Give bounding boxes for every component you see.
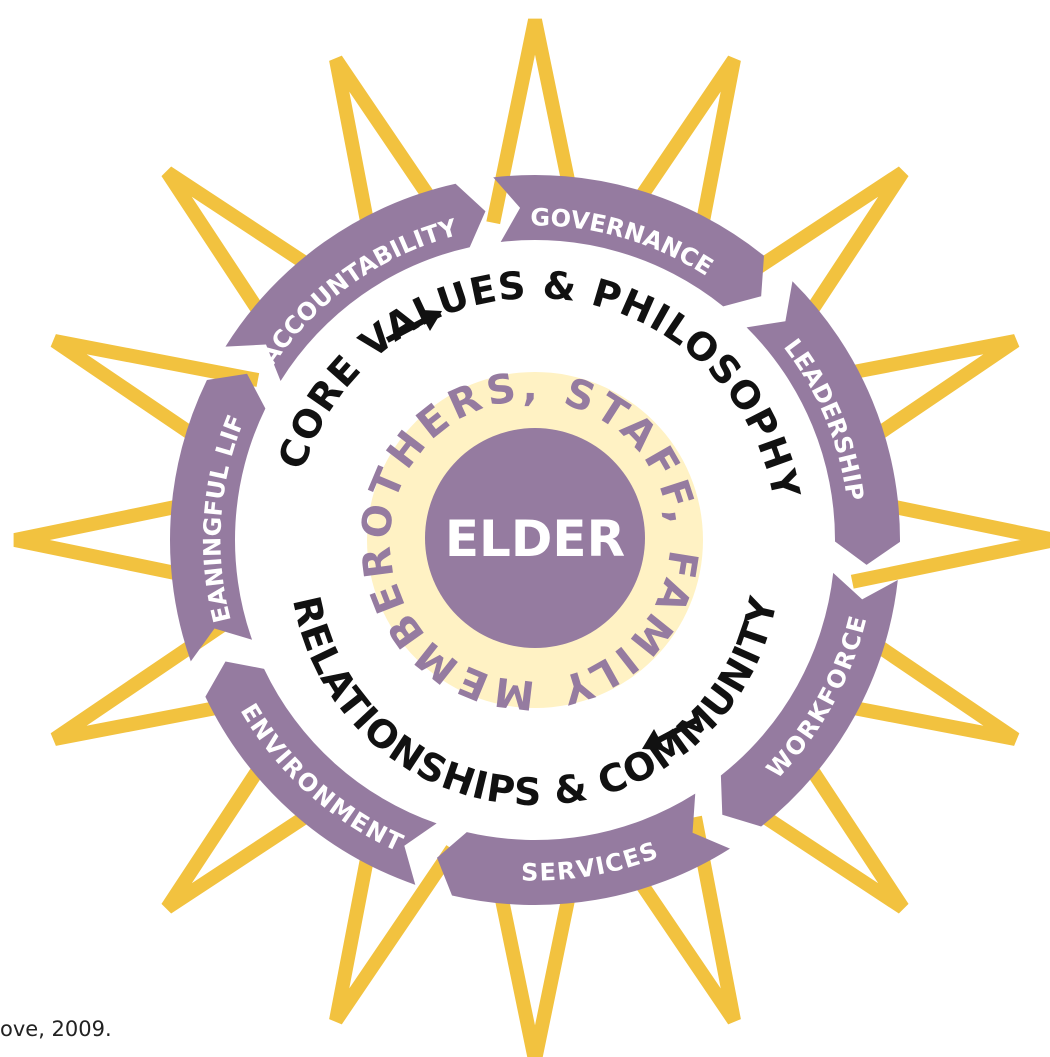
sun-ray <box>161 166 345 350</box>
center-label: ELDER <box>445 510 625 568</box>
sun-ray <box>161 730 345 914</box>
sun-ray <box>13 491 220 589</box>
sun-rays <box>13 18 1050 1057</box>
sun-ray <box>329 55 458 265</box>
sun-ray <box>612 815 741 1025</box>
sun-ray <box>486 855 584 1057</box>
segment-leadership <box>746 281 900 565</box>
center-circle <box>425 428 645 648</box>
segment-services <box>436 793 730 906</box>
segment-accountability <box>225 183 486 382</box>
sun-ray <box>725 730 909 914</box>
caption-text: ove, 2009. <box>0 1017 112 1041</box>
sun-ray <box>50 617 260 746</box>
sun-ray <box>810 617 1020 746</box>
sun-ray <box>50 334 260 463</box>
segment-workforce <box>720 572 898 827</box>
sun-ray <box>850 491 1050 589</box>
segment-governance <box>493 175 764 307</box>
sun-ray <box>329 815 458 1025</box>
sun-ray <box>612 55 741 265</box>
segment-meaningful-life <box>169 373 266 662</box>
sun-ray <box>725 166 909 350</box>
arrow-icon-top-left <box>385 309 443 343</box>
segment-environment <box>205 661 437 885</box>
sun-ray <box>810 334 1020 463</box>
arrow-icon-bottom-right <box>641 717 699 751</box>
sun-ray <box>486 18 584 225</box>
